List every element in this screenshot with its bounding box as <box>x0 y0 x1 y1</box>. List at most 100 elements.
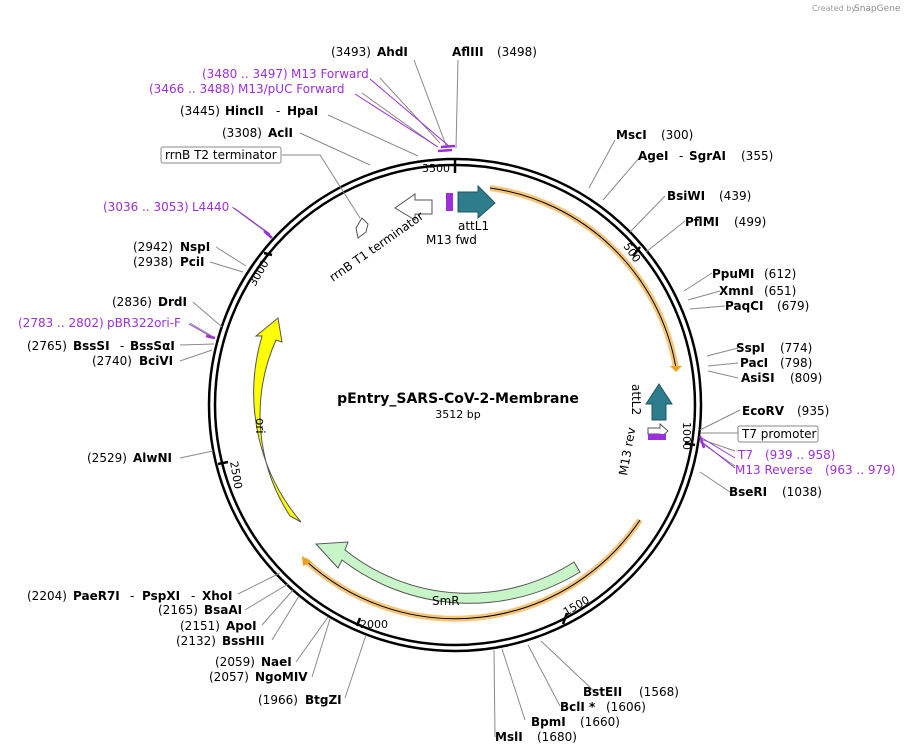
site-aflIII[interactable]: AflIII <box>452 45 484 59</box>
tick-label-3500: 3500 <box>422 162 450 175</box>
site-acli[interactable]: AclI <box>268 126 293 140</box>
site-bsiwi-pos: (439) <box>719 189 751 203</box>
orf-arc-top <box>489 185 679 369</box>
primer-pbr322ori-f[interactable]: pBR322ori-F <box>107 316 181 330</box>
site-nspi[interactable]: NspI <box>180 240 210 254</box>
site-bsiwi[interactable]: BsiWI <box>667 189 705 203</box>
site-paci[interactable]: PacI <box>740 356 768 370</box>
site-bcli-pos: (1606) <box>606 700 646 714</box>
primer-m13-reverse[interactable]: M13 Reverse <box>735 463 813 477</box>
site-bseri[interactable]: BseRI <box>729 485 767 499</box>
primer-m13puc-forward-range: (3466 .. 3488) <box>149 82 235 96</box>
smr-feature-arrow[interactable] <box>314 541 581 604</box>
site-pflmi[interactable]: PflMI <box>685 215 719 229</box>
attl1-feature-arrow[interactable] <box>457 184 496 220</box>
plasmid-name: pEntry_SARS-CoV-2-Membrane <box>337 391 579 407</box>
site-asisi[interactable]: AsiSI <box>741 371 775 385</box>
m13-rev-primer-mark <box>648 434 666 440</box>
primer-pbr322ori-f-range: (2783 .. 2802) <box>18 316 104 330</box>
site-ngomiv[interactable]: NgoMIV <box>255 670 308 684</box>
site-paer7i[interactable]: PaeR7I <box>73 589 120 603</box>
site-pflmi-pos: (499) <box>734 215 766 229</box>
site-bpmi-pos: (1660) <box>580 715 620 729</box>
m13-rev-label: M13 rev <box>616 426 638 476</box>
site-ngomiv-pos: (2057) <box>209 670 249 684</box>
tick-marks <box>217 159 696 627</box>
site-msci[interactable]: MscI <box>616 128 647 142</box>
site-alwni-pos: (2529) <box>87 451 127 465</box>
tick-label-1000: 1000 <box>680 422 693 450</box>
site-msli-pos: (1680) <box>537 730 577 744</box>
site-pcii[interactable]: PciI <box>180 255 205 269</box>
site-bsssai[interactable]: BssSαI <box>130 339 175 353</box>
site-btgzi-pos: (1966) <box>258 693 298 707</box>
site-sspi[interactable]: SspI <box>736 341 765 355</box>
primer-l4440[interactable]: L4440 <box>192 200 229 214</box>
credit-prefix: Created by <box>812 4 856 13</box>
site-bcivi-pos: (2740) <box>92 354 132 368</box>
site-bsaai[interactable]: BsaAI <box>204 603 242 617</box>
site-paqci-pos: (679) <box>777 299 809 313</box>
site-hpai[interactable]: HpaI <box>287 104 318 118</box>
site-hincII-dash: - <box>276 104 280 118</box>
site-acli-pos: (3308) <box>222 126 262 140</box>
primer-m13-reverse-range: (963 .. 979) <box>825 463 895 477</box>
rrnb-t2-label[interactable]: rrnB T2 terminator <box>165 148 277 162</box>
site-aflIII-pos: (3498) <box>497 45 537 59</box>
site-hincII-pos: (3445) <box>180 104 220 118</box>
site-msli[interactable]: MslI <box>495 730 523 744</box>
site-bcivi[interactable]: BciVI <box>139 354 173 368</box>
plasmid-size: 3512 bp <box>435 408 480 421</box>
site-naei-pos: (2059) <box>215 655 255 669</box>
site-ahdi[interactable]: AhdI <box>377 45 408 59</box>
site-hincII[interactable]: HincII <box>225 104 264 118</box>
site-alwni[interactable]: AlwNI <box>133 451 172 465</box>
rrnb-t2-terminator-arrow[interactable] <box>355 217 369 239</box>
primer-m13-forward-range: (3480 .. 3497) <box>202 67 288 81</box>
t7-promoter-label[interactable]: T7 promoter <box>741 427 817 441</box>
site-bcli[interactable]: BclI * <box>560 700 596 714</box>
primer-m13puc-forward[interactable]: M13/pUC Forward <box>238 82 345 96</box>
site-ppumi-pos: (612) <box>764 267 796 281</box>
attl2-feature-arrow[interactable] <box>645 383 673 421</box>
site-ppumi[interactable]: PpuMI <box>712 267 754 281</box>
site-agei-dash: - <box>679 149 683 163</box>
site-drdi[interactable]: DrdI <box>158 295 187 309</box>
site-bsaai-pos: (2165) <box>158 603 198 617</box>
orf-arc-top-line <box>489 187 677 369</box>
primer-t7[interactable]: T7 <box>737 448 753 462</box>
site-apoi-pos: (2151) <box>180 619 220 633</box>
primer-l4440-range: (3036 .. 3053) <box>103 200 189 214</box>
tick-label-2000: 2000 <box>360 618 388 631</box>
tick-label-1500: 1500 <box>561 593 592 618</box>
site-asisi-pos: (809) <box>790 371 822 385</box>
site-paer7i-dash: - <box>130 589 134 603</box>
site-pcii-pos: (2938) <box>133 255 173 269</box>
site-xhoi[interactable]: XhoI <box>202 589 233 603</box>
site-bsteii-pos: (1568) <box>639 685 679 699</box>
site-bsteii[interactable]: BstEII <box>583 685 622 699</box>
primer-m13-forward[interactable]: M13 Forward <box>291 67 369 81</box>
site-agei[interactable]: AgeI <box>638 149 668 163</box>
primer-connectors <box>188 78 736 469</box>
site-xmni[interactable]: XmnI <box>719 284 754 298</box>
site-apoi[interactable]: ApoI <box>226 619 257 633</box>
site-paqci[interactable]: PaqCI <box>725 299 763 313</box>
site-drdi-pos: (2836) <box>112 295 152 309</box>
site-ecorv[interactable]: EcoRV <box>742 404 785 418</box>
site-bsshii[interactable]: BssHII <box>222 634 264 648</box>
site-bsssi[interactable]: BssSI <box>73 339 110 353</box>
site-sgrai[interactable]: SgrAI <box>689 149 726 163</box>
primer-ring-marks <box>205 144 706 449</box>
rrnb-t1-terminator-arrow[interactable] <box>394 193 433 221</box>
site-pspxi[interactable]: PspXI <box>142 589 180 603</box>
m13-fwd-label: M13 fwd <box>426 233 477 247</box>
m13-fwd-primer-mark <box>446 193 453 211</box>
site-bpmi[interactable]: BpmI <box>531 715 566 729</box>
site-sspi-pos: (774) <box>780 341 812 355</box>
site-pspxi-dash: - <box>191 589 195 603</box>
rrnb-t1-label: rrnB T1 terminator <box>327 209 427 285</box>
site-btgzi[interactable]: BtgZI <box>305 693 342 707</box>
ori-feature-arrow[interactable] <box>253 317 302 523</box>
site-naei[interactable]: NaeI <box>261 655 292 669</box>
